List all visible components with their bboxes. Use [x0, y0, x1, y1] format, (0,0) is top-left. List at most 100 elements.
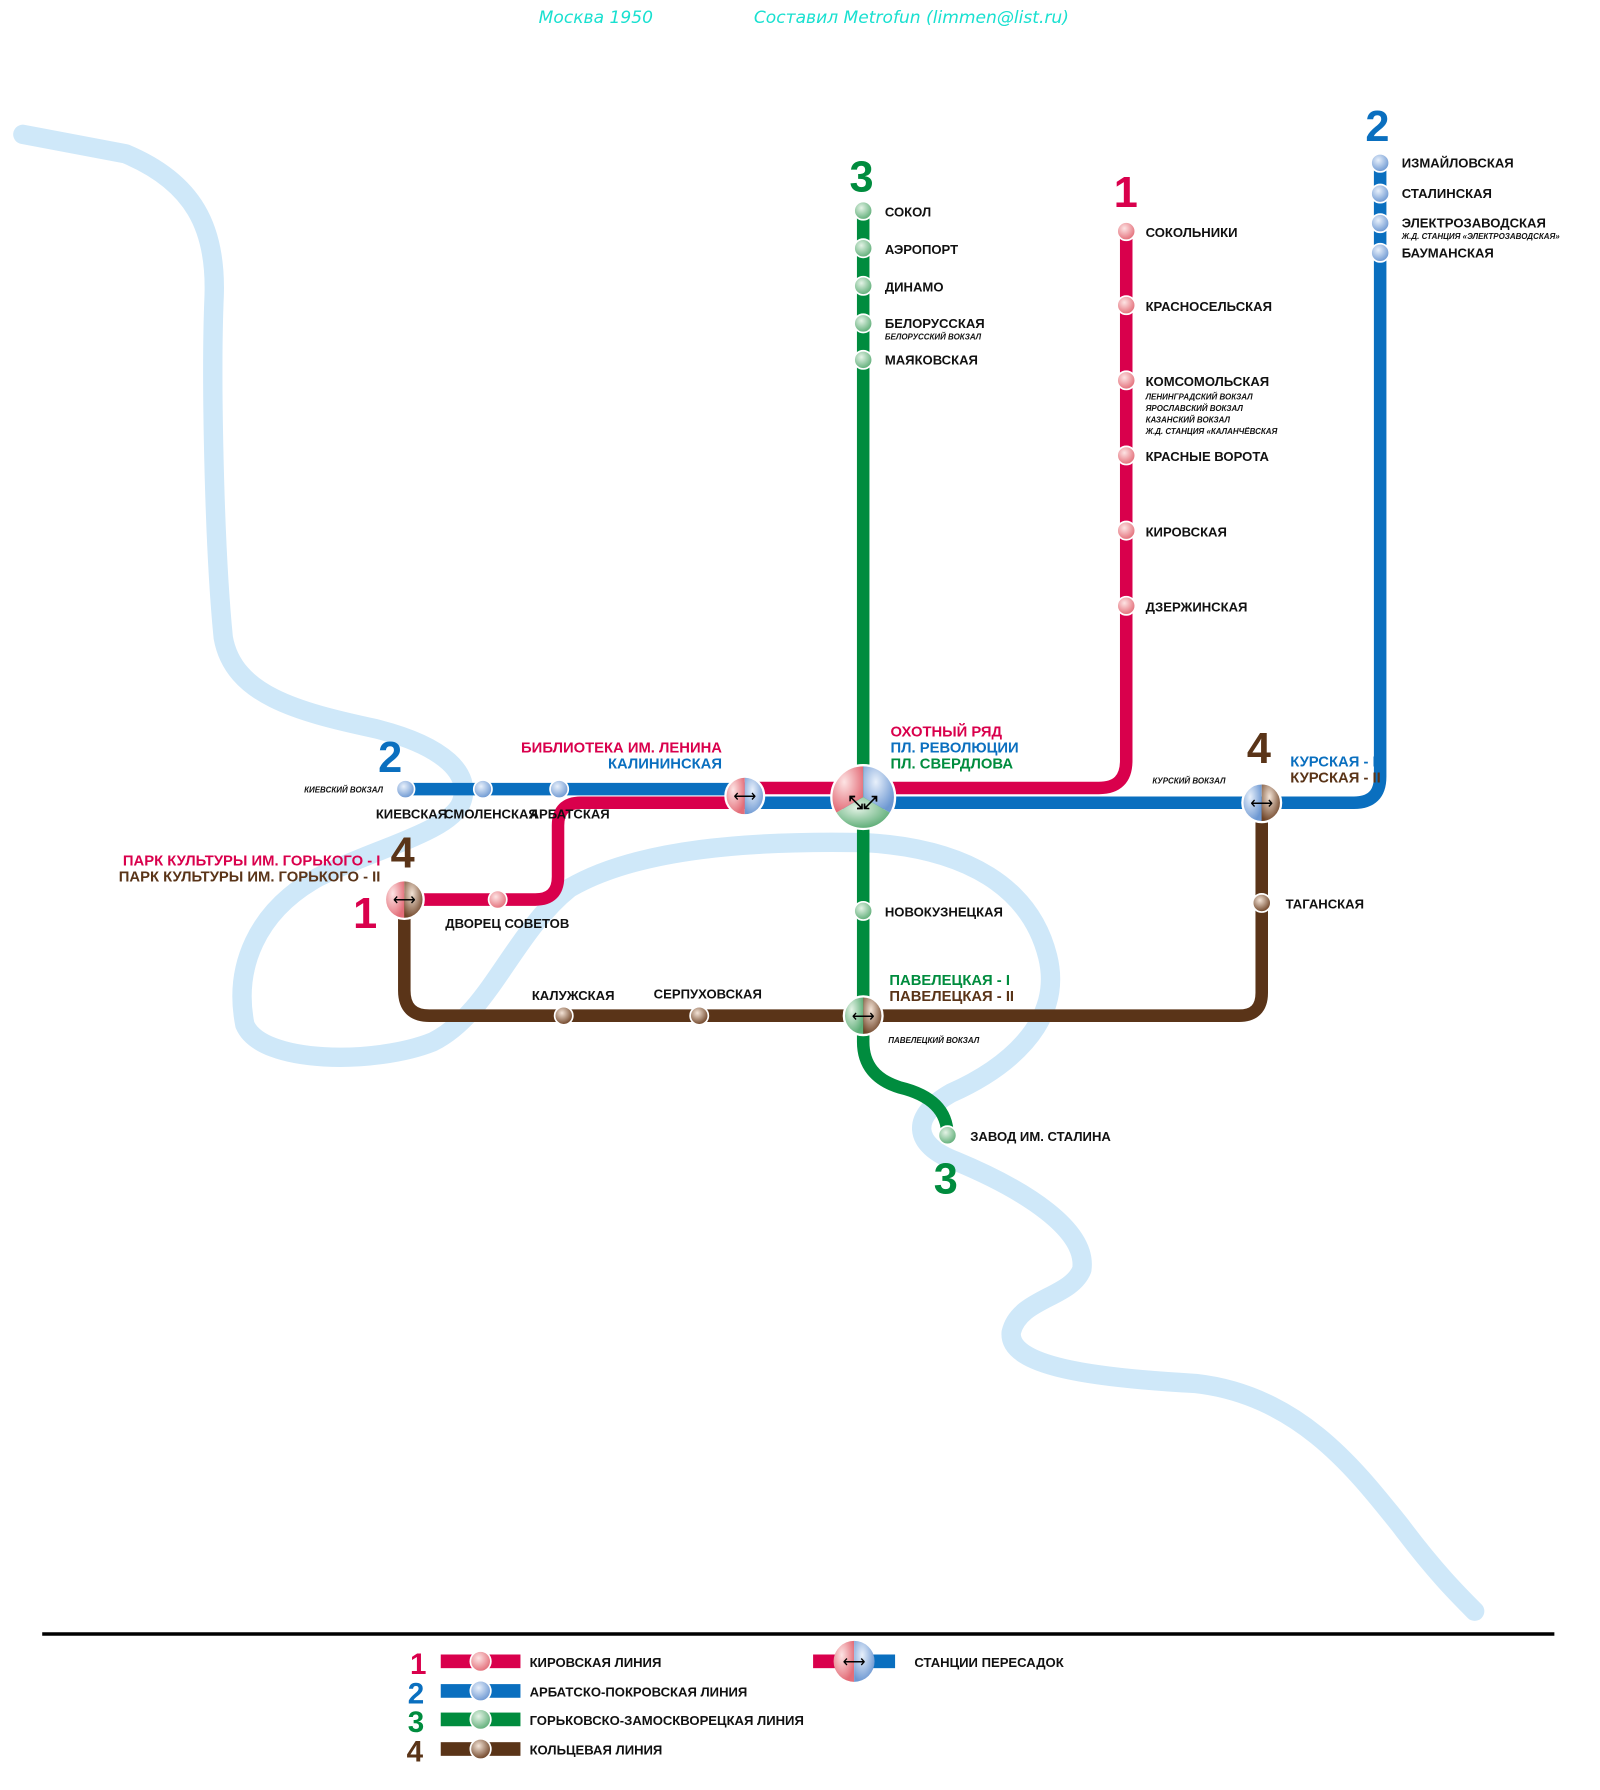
station-dot[interactable]	[472, 779, 493, 800]
legend-transfer: ⟷ СТАНЦИИ ПЕРЕСАДОК	[813, 1640, 1064, 1682]
station-dot[interactable]	[553, 1005, 574, 1026]
line-2-number: 2	[1365, 103, 1389, 151]
legend-label: АРБАТСКО-ПОКРОВСКАЯ ЛИНИЯ	[530, 1685, 748, 1700]
station-dot[interactable]	[1370, 183, 1391, 204]
station-dot[interactable]	[1116, 221, 1137, 242]
station-komsomolskaya-note: ЛЕНИНГРАДСКИЙ ВОКЗАЛ	[1145, 393, 1253, 402]
line-2-track	[405, 162, 1387, 810]
station-komsomolskaya-note: Ж.Д. СТАНЦИЯ «КАЛАНЧЁВСКАЯ	[1145, 427, 1278, 436]
line-4-number-east: 4	[1247, 725, 1271, 773]
station-kaluzhskaya[interactable]: КАЛУЖСКАЯ	[532, 988, 615, 1003]
station-dot[interactable]	[853, 349, 874, 370]
station-taganskaya[interactable]: ТАГАНСКАЯ	[1286, 897, 1364, 912]
station-dot[interactable]	[853, 275, 874, 296]
station-sokolniki[interactable]: СОКОЛЬНИКИ	[1146, 225, 1238, 240]
station-dot[interactable]	[689, 1005, 710, 1026]
station-arbatskaya[interactable]: АРБАТСКАЯ	[530, 807, 610, 822]
label-park-kultury-1: ПАРК КУЛЬТУРЫ ИМ. ГОРЬКОГО - I	[123, 853, 381, 869]
station-stalinskaya[interactable]: СТАЛИНСКАЯ	[1402, 186, 1492, 201]
station-dot[interactable]	[853, 200, 874, 221]
station-dzerzhinskaya[interactable]: ДЗЕРЖИНСКАЯ	[1146, 599, 1248, 614]
station-dot[interactable]	[487, 889, 508, 910]
station-dvorets-sovetov[interactable]: ДВОРЕЦ СОВЕТОВ	[445, 916, 569, 931]
station-dot[interactable]	[1370, 213, 1391, 234]
line-2-stations	[395, 152, 1391, 800]
station-belorusskaya-note: БЕЛОРУССКИЙ ВОКЗАЛ	[885, 332, 982, 341]
station-dot[interactable]	[937, 1125, 958, 1146]
station-zavod[interactable]: ЗАВОД ИМ. СТАЛИНА	[970, 1129, 1111, 1144]
station-mayakovskaya[interactable]: МАЯКОВСКАЯ	[885, 352, 978, 367]
station-baumanskaya[interactable]: БАУМАНСКАЯ	[1402, 245, 1494, 260]
label-kurskaya-1: КУРСКАЯ - I	[1290, 754, 1376, 770]
station-dot[interactable]	[853, 313, 874, 334]
map-credit: Составил Metrofun (limmen@list.ru)	[754, 8, 1069, 28]
legend-line-3: 3 ГОРЬКОВСКО-ЗАМОСКВОРЕЦКАЯ ЛИНИЯ	[408, 1706, 804, 1739]
station-elektrozavodskaya-note: Ж.Д. СТАНЦИЯ «ЭЛЕКТРОЗАВОДСКАЯ»	[1401, 232, 1560, 241]
station-dot[interactable]	[1370, 242, 1391, 263]
station-dot[interactable]	[853, 900, 874, 921]
station-dot[interactable]	[1116, 520, 1137, 541]
station-kievskaya[interactable]: КИЕВСКАЯ	[376, 807, 447, 822]
legend-number: 1	[410, 1648, 426, 1681]
transfer-arrow-icon: ⟷	[852, 1008, 875, 1025]
legend-label: ГОРЬКОВСКО-ЗАМОСКВОРЕЦКАЯ ЛИНИЯ	[530, 1713, 804, 1728]
interchange-center[interactable]: ⤡⤢	[830, 764, 897, 831]
kursky-station-note: КУРСКИЙ ВОКЗАЛ	[1152, 776, 1226, 785]
station-dot[interactable]	[395, 779, 416, 800]
label-park-kultury-2: ПАРК КУЛЬТУРЫ ИМ. ГОРЬКОГО - II	[119, 869, 381, 885]
station-dot[interactable]	[1370, 152, 1391, 173]
station-novokuznetskaya[interactable]: НОВОКУЗНЕЦКАЯ	[885, 905, 1003, 920]
moskva-river	[13, 124, 1485, 1621]
station-dot[interactable]	[549, 779, 570, 800]
map-title: Москва 1950	[539, 8, 653, 28]
station-kirovskaya[interactable]: КИРОВСКАЯ	[1146, 524, 1227, 539]
line-1-stations	[487, 221, 1137, 910]
station-elektrozavodskaya[interactable]: ЭЛЕКТРОЗАВОДСКАЯ	[1402, 216, 1546, 231]
legend-number: 4	[407, 1736, 424, 1769]
legend: 1 КИРОВСКАЯ ЛИНИЯ 2 АРБАТСКО-ПОКРОВСКАЯ …	[407, 1640, 1064, 1769]
station-dot[interactable]	[1116, 370, 1137, 391]
interchange-kurskaya[interactable]: ⟷	[1241, 782, 1283, 824]
station-kievskaya-note: КИЕВСКИЙ ВОКЗАЛ	[304, 786, 383, 795]
legend-number: 2	[408, 1677, 424, 1710]
transfer-arrow-icon: ⟷	[1250, 795, 1273, 812]
transfer-arrow-icon: ⟷	[843, 1654, 866, 1671]
station-dot[interactable]	[1116, 295, 1137, 316]
legend-label: СТАНЦИИ ПЕРЕСАДОК	[914, 1655, 1063, 1670]
station-dinamo[interactable]: ДИНАМО	[885, 280, 944, 295]
interchange-paveletskaya[interactable]: ⟷	[842, 995, 884, 1037]
station-krasnoselskaya[interactable]: КРАСНОСЕЛЬСКАЯ	[1146, 299, 1272, 314]
station-aeroport[interactable]: АЭРОПОРТ	[885, 242, 958, 257]
label-pl-revolyutsii: ПЛ. РЕВОЛЮЦИИ	[891, 741, 1019, 757]
station-belorusskaya[interactable]: БЕЛОРУССКАЯ	[885, 316, 985, 331]
station-dot[interactable]	[853, 238, 874, 259]
transfer-arrows-icon: ⤡⤢	[849, 792, 879, 812]
station-komsomolskaya[interactable]: КОМСОМОЛЬСКАЯ	[1146, 374, 1270, 389]
line-1-track	[404, 231, 1133, 906]
label-pl-sverdlova: ПЛ. СВЕРДЛОВА	[891, 757, 1014, 773]
line-1-number-west: 1	[353, 890, 377, 938]
legend-line-1: 1 КИРОВСКАЯ ЛИНИЯ	[410, 1648, 661, 1681]
station-smolenskaya[interactable]: СМОЛЕНСКАЯ	[444, 807, 538, 822]
line-1-number: 1	[1114, 169, 1138, 217]
line-3-stations	[853, 200, 958, 1146]
label-kurskaya-2: КУРСКАЯ - II	[1290, 770, 1381, 786]
label-okhotny-ryad: ОХОТНЫЙ РЯД	[891, 723, 1003, 741]
station-izmaylovskaya[interactable]: ИЗМАЙЛОВСКАЯ	[1402, 155, 1514, 170]
station-komsomolskaya-note: КАЗАНСКИЙ ВОКЗАЛ	[1146, 415, 1231, 424]
interchange-park-kultury[interactable]: ⟷	[383, 879, 425, 921]
station-komsomolskaya-note: ЯРОСЛАВСКИЙ ВОКЗАЛ	[1145, 404, 1244, 413]
station-krasnye-vorota[interactable]: КРАСНЫЕ ВОРОТА	[1146, 449, 1270, 464]
legend-line-2: 2 АРБАТСКО-ПОКРОВСКАЯ ЛИНИЯ	[408, 1677, 748, 1710]
transfer-arrow-icon: ⟷	[393, 892, 416, 909]
line-3-number: 3	[850, 153, 874, 201]
station-sokol[interactable]: СОКОЛ	[885, 204, 931, 219]
station-dot[interactable]	[1251, 893, 1272, 913]
legend-number: 3	[408, 1706, 424, 1739]
station-dot[interactable]	[1116, 445, 1137, 466]
station-dot[interactable]	[1116, 595, 1137, 616]
legend-line-4: 4 КОЛЬЦЕВАЯ ЛИНИЯ	[407, 1736, 663, 1769]
station-serpukhovskaya[interactable]: СЕРПУХОВСКАЯ	[654, 987, 762, 1002]
interchange-lenina[interactable]: ⟷	[724, 775, 766, 817]
